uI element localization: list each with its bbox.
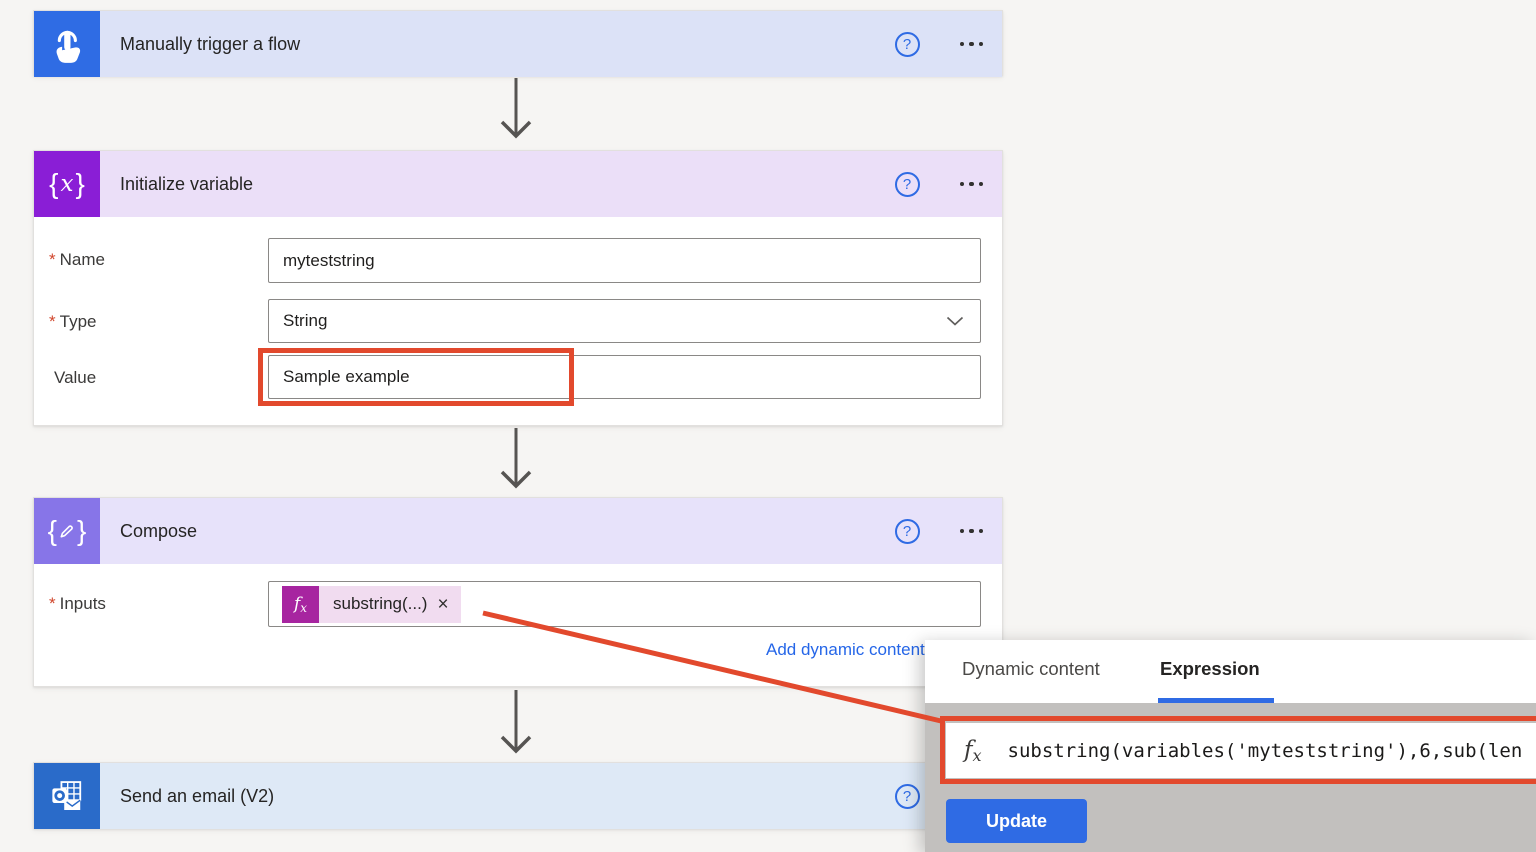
initialize-variable-card-header[interactable]: { x } Initialize variable ? — [34, 151, 1002, 217]
fx-icon: fx — [282, 585, 319, 623]
initialize-variable-card-title: Initialize variable — [120, 173, 254, 194]
value-field-label: Value — [54, 368, 97, 387]
variable-type-dropdown[interactable]: String — [268, 299, 981, 343]
flow-connector-arrow — [500, 78, 532, 139]
hand-touch-icon — [56, 30, 81, 63]
add-dynamic-content-link[interactable]: Add dynamic content — [766, 640, 925, 659]
more-options-icon[interactable] — [959, 174, 983, 194]
help-icon[interactable]: ? — [894, 518, 920, 544]
pencil-icon — [60, 525, 73, 538]
outlook-icon — [52, 781, 82, 810]
chevron-down-icon — [946, 316, 964, 326]
remove-token-icon[interactable]: × — [437, 593, 449, 615]
flow-connector-arrow — [500, 690, 532, 754]
variable-name-input[interactable] — [268, 238, 981, 283]
send-email-card-header[interactable]: Send an email (V2) ? — [34, 763, 1002, 829]
compose-card[interactable]: { } Compose ? *Inputs fx substring(...) … — [33, 497, 1003, 687]
type-field-label: *Type — [49, 312, 97, 331]
compose-icon: { } — [34, 498, 100, 564]
manual-trigger-icon — [34, 11, 100, 77]
variable-type-value: String — [283, 311, 328, 330]
expression-token[interactable]: fx substring(...) × — [282, 585, 461, 623]
flow-connector-arrow — [500, 428, 532, 489]
active-tab-underline — [1158, 698, 1274, 703]
send-email-card-title: Send an email (V2) — [120, 785, 275, 806]
expression-token-label: substring(...) — [333, 594, 428, 613]
more-options-icon[interactable] — [959, 521, 983, 541]
help-icon[interactable]: ? — [894, 171, 920, 197]
tab-dynamic-content[interactable]: Dynamic content — [962, 658, 1100, 679]
trigger-card-header[interactable]: Manually trigger a flow ? — [34, 11, 1002, 77]
update-button[interactable]: Update — [946, 799, 1087, 843]
trigger-card[interactable]: Manually trigger a flow ? — [33, 10, 1003, 77]
compose-inputs-field[interactable]: fx substring(...) × — [268, 581, 981, 627]
trigger-card-title: Manually trigger a flow — [120, 33, 301, 54]
compose-card-header[interactable]: { } Compose ? — [34, 498, 1002, 564]
fx-icon: fx — [964, 736, 982, 765]
variable-value-input[interactable] — [268, 355, 981, 399]
more-options-icon[interactable] — [959, 34, 983, 54]
help-icon[interactable]: ? — [894, 783, 920, 809]
dynamic-content-panel: Dynamic content Expression fx substring(… — [925, 640, 1536, 852]
help-icon[interactable]: ? — [894, 31, 920, 57]
inputs-field-label: *Inputs — [49, 594, 106, 613]
tab-expression[interactable]: Expression — [1160, 658, 1260, 679]
name-field-label: *Name — [49, 250, 105, 269]
expression-input-field[interactable]: fx substring(variables('myteststring'),6… — [946, 723, 1536, 778]
send-email-card[interactable]: Send an email (V2) ? — [33, 762, 1003, 829]
outlook-email-icon — [34, 763, 100, 829]
expression-panel-body: fx substring(variables('myteststring'),6… — [925, 703, 1536, 852]
expression-text: substring(variables('myteststring'),6,su… — [1007, 739, 1523, 762]
compose-card-title: Compose — [120, 520, 198, 541]
initialize-variable-icon: { x } — [34, 151, 100, 217]
initialize-variable-card[interactable]: { x } Initialize variable ? *Name *Type … — [33, 150, 1003, 426]
